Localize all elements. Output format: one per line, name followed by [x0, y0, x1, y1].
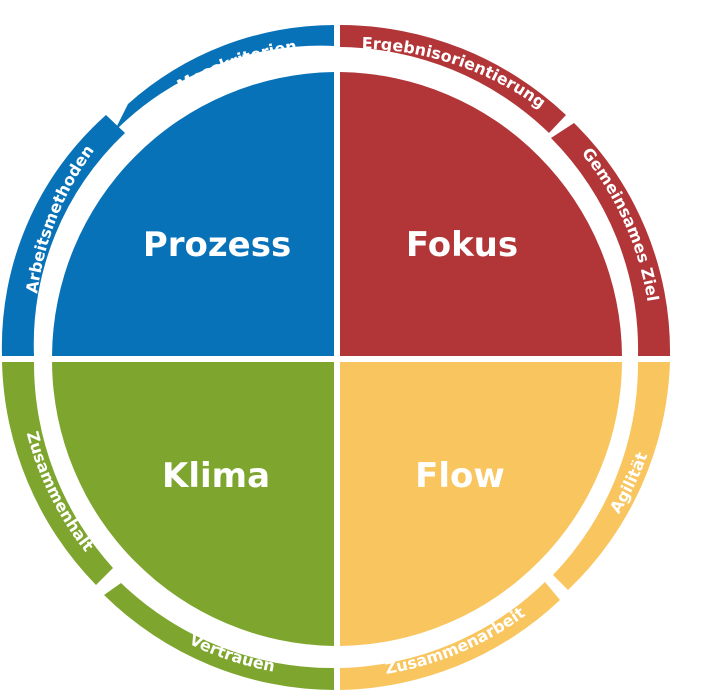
- ring-segment-zusammenarbeit: [340, 582, 560, 690]
- quadrant-fokus: [340, 72, 622, 356]
- ring-segment-vertrauen: [104, 583, 334, 690]
- quadrant-klima: [52, 362, 334, 646]
- quadrant-label-klima: Klima: [162, 456, 270, 496]
- ring-segment-messkriterien: [114, 25, 334, 132]
- ring-segment-arbeitsmethoden: [1, 115, 126, 356]
- quadrant-label-flow: Flow: [415, 456, 505, 496]
- quadrant-prozess: [52, 72, 334, 356]
- quadrant-label-fokus: Fokus: [406, 225, 518, 265]
- ring-segment-ergebnisorientierung: [340, 25, 566, 133]
- quadrant-flow: [340, 362, 622, 646]
- ring-segment-gemeinsames-ziel: [551, 123, 671, 356]
- ring-segment-agilitaet: [553, 362, 670, 590]
- quadrant-label-prozess: Prozess: [143, 225, 291, 265]
- ring-segment-zusammenhalt: [2, 362, 113, 585]
